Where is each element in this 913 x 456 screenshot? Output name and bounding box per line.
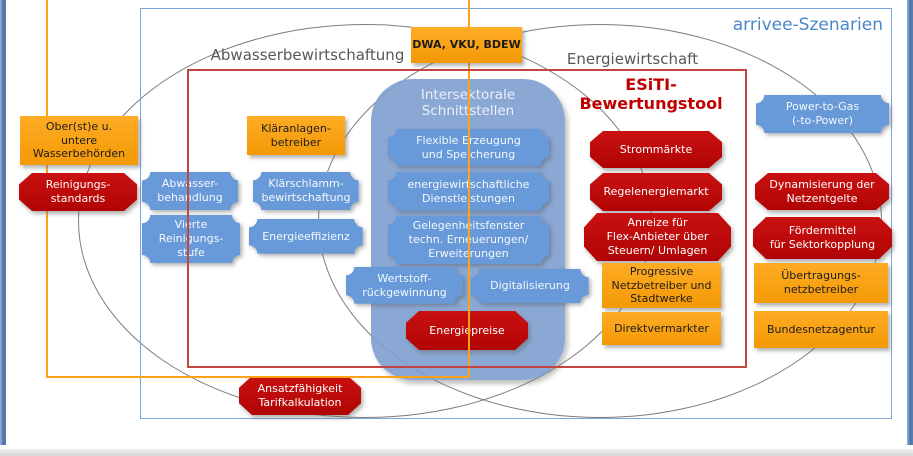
node-klaeranlagenbetreiber: Kläranlagen- betreiber (247, 116, 345, 155)
node-anreize-flex-anbieter: Anreize für Flex-Anbieter über Steuern/ … (584, 213, 731, 261)
node-wertstoffrueckgewinnung: Wertstoff- rückgewinnung (346, 267, 463, 304)
node-ansatzfaehigkeit-tarifkalkulation: Ansatzfähigkeit Tarifkalkulation (239, 376, 361, 415)
node-wasserbehoerden: Ober(st)e u. untere Wasserbehörden (20, 116, 138, 165)
node-direktvermarkter: Direktvermarkter (602, 312, 721, 345)
node-energiepreise: Energiepreise (406, 311, 528, 350)
node-power-to-gas: Power-to-Gas (-to-Power) (756, 95, 889, 133)
slide-edge-left (0, 0, 6, 445)
node-klaerschlammbewirtschaftung: Klärschlamm- bewirtschaftung (253, 172, 359, 210)
node-progressive-netzbetreiber: Progressive Netzbetreiber und Stadtwerke (602, 263, 721, 308)
node-strommaerkte: Strommärkte (590, 131, 722, 168)
node-uebertragungsnetzbetreiber: Übertragungs- netzbetreiber (754, 263, 888, 303)
arrivee-scenarios-frame (140, 8, 892, 419)
node-flexible-erzeugung: Flexible Erzeugung und Speicherung (388, 129, 549, 166)
node-abwasserbehandlung: Abwasser- behandlung (142, 172, 238, 210)
intersectoral-interfaces-title: Intersektorale Schnittstellen (420, 87, 516, 120)
esiti-tool-label: ESiTI-Bewertungstool (579, 75, 723, 113)
node-dynamisierung-netzentgelte: Dynamisierung der Netzentgelte (755, 173, 889, 210)
node-digitalisierung: Digitalisierung (471, 269, 589, 303)
node-dwa-vku-bdew: DWA, VKU, BDEW (411, 27, 522, 63)
node-foerdermittel-sektorkopplung: Fördermittel für Sektorkopplung (753, 217, 892, 259)
node-reinigungsstandards: Reinigungs- standards (19, 173, 137, 211)
node-gelegenheitsfenster: Gelegenheitsfenster techn. Erneuerungen/… (388, 216, 549, 264)
sector-label-wastewater: Abwasserbewirtschaftung (210, 46, 405, 64)
node-bundesnetzagentur: Bundesnetzagentur (754, 311, 888, 348)
slide-edge-right (907, 0, 913, 445)
node-energieeffizienz: Energieeffizienz (249, 219, 363, 254)
node-energiewirtschaftliche-dienstleistungen: energiewirtschaftliche Dienstleistungen (388, 172, 549, 211)
node-regelenergiemarkt: Regelenergiemarkt (590, 173, 722, 211)
node-vierte-reinigungsstufe: Vierte Reinigungs- stufe (142, 215, 240, 263)
slide-edge-bottom (0, 449, 913, 456)
arrivee-scenarios-label: arrivee-Szenarien (732, 15, 883, 35)
sector-label-energy: Energiewirtschaft (566, 50, 699, 68)
